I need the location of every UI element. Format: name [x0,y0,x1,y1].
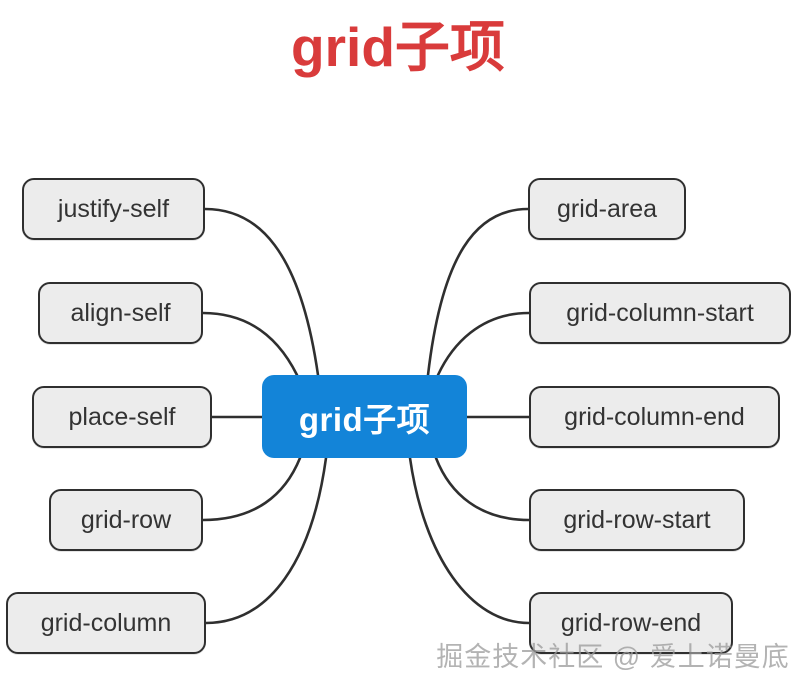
center-node-grid-item[interactable]: grid子项 [262,375,467,458]
link-grid-column-start [436,311,531,377]
node-grid-row-end[interactable]: grid-row-end [529,592,733,654]
node-place-self[interactable]: place-self [32,386,212,448]
node-label: grid-column-start [566,298,754,327]
node-justify-self[interactable]: justify-self [22,178,205,240]
node-label: grid-column [40,608,172,637]
node-grid-row[interactable]: grid-row [49,489,203,551]
node-grid-row-start[interactable]: grid-row-start [529,489,745,551]
node-label: justify-self [57,194,170,223]
link-justify-self [203,207,320,377]
node-label: align-self [70,298,171,327]
link-align-self [201,311,299,377]
node-label: grid-row [80,505,172,534]
node-label: place-self [68,402,176,431]
node-label: grid-row-end [560,608,702,637]
link-grid-area [426,207,530,377]
node-align-self[interactable]: align-self [38,282,203,344]
node-label: grid-area [556,194,658,223]
center-node-label: grid子项 [298,400,431,438]
node-label: grid-row-start [563,505,711,534]
link-grid-row [201,456,302,522]
node-grid-column-end[interactable]: grid-column-end [529,386,780,448]
link-grid-row-start [434,456,531,522]
node-label: grid-column-end [564,402,745,431]
node-grid-column-start[interactable]: grid-column-start [529,282,791,344]
node-grid-area[interactable]: grid-area [528,178,686,240]
link-grid-column [204,456,328,625]
link-grid-row-end [408,456,531,625]
page-title: grid子项 [291,16,505,78]
node-grid-column[interactable]: grid-column [6,592,206,654]
